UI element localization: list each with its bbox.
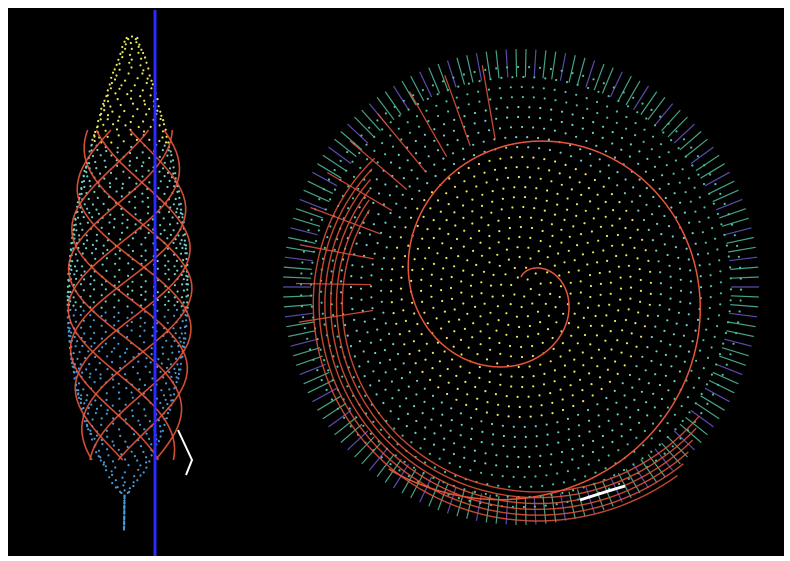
- top-view-panel: [283, 49, 759, 525]
- side-view-panel: [66, 10, 194, 556]
- top-view-trajectory: [295, 65, 701, 522]
- top-view-radial-spokes: [283, 49, 759, 525]
- side-view-trajectory: [67, 129, 194, 476]
